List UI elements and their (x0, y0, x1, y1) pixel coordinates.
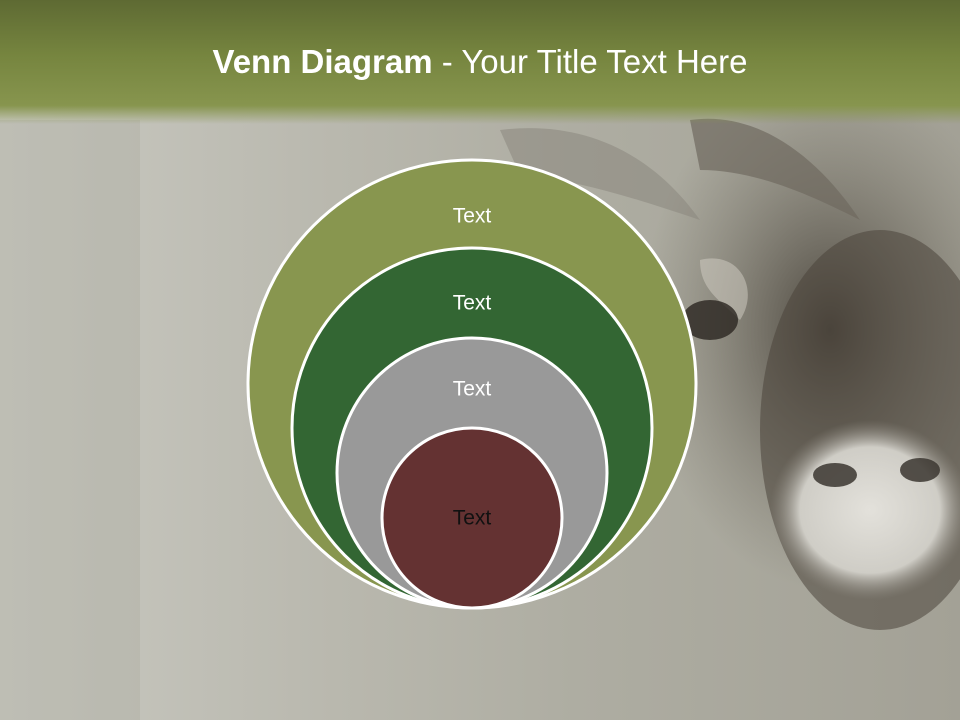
venn-label-inner: Text (453, 507, 492, 530)
venn-label-second: Text (453, 292, 492, 315)
venn-label-third: Text (453, 378, 492, 401)
title-bold-text: Venn Diagram (212, 43, 433, 80)
venn-circle-inner (380, 426, 564, 610)
title-bar (0, 0, 960, 124)
title-rest-text: - Your Title Text Here (432, 43, 748, 80)
venn-label-outer: Text (453, 205, 492, 228)
slide-title: Venn Diagram - Your Title Text Here (0, 40, 960, 84)
